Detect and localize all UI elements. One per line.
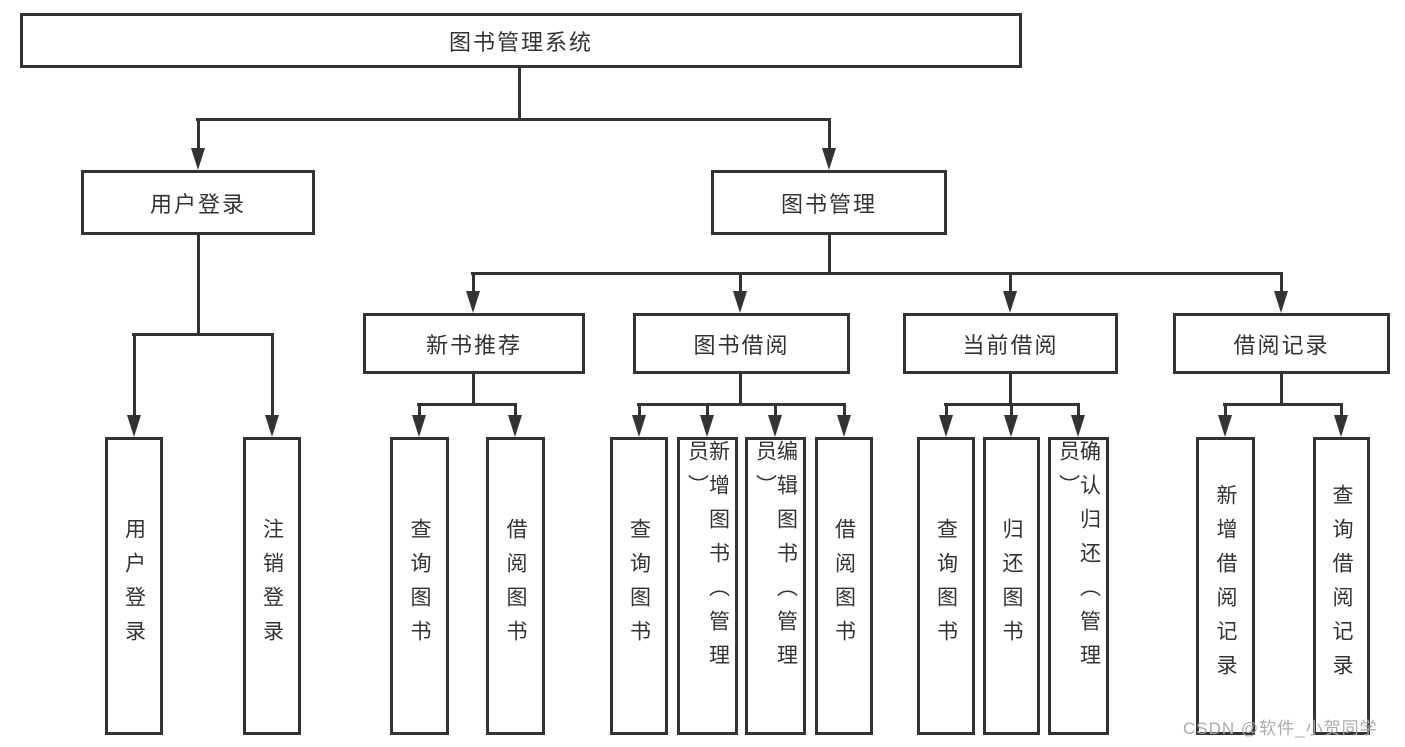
connector-line	[418, 403, 421, 417]
connector-line	[132, 333, 274, 336]
node-current-borrowing: 当前借阅	[903, 313, 1118, 374]
node-user-login-label: 用户登录	[149, 191, 246, 217]
leaf-add-books-admin: 新增图书（管理员）	[677, 437, 738, 735]
connector-line	[638, 403, 641, 417]
csdn-watermark: CSDN @软件_小贺同学	[1183, 719, 1378, 738]
node-borrowing-records: 借阅记录	[1173, 313, 1390, 374]
arrow-down-icon	[822, 148, 836, 170]
connector-line	[518, 68, 521, 120]
connector-line	[637, 403, 846, 406]
node-book-borrowing: 图书借阅	[633, 313, 850, 374]
connector-line	[133, 333, 136, 417]
leaf-return-books: 归还图书	[983, 437, 1040, 735]
connector-line	[271, 333, 274, 417]
arrow-down-icon	[265, 415, 279, 437]
connector-line	[828, 235, 831, 275]
connector-line	[774, 403, 777, 417]
leaf-confirm-return-admin-label: 确认归还（管理员）	[1056, 440, 1101, 678]
leaf-return-books-label: 归还图书	[1000, 518, 1023, 654]
connector-line	[197, 118, 200, 151]
arrow-down-icon	[733, 291, 747, 313]
arrow-down-icon	[1274, 291, 1288, 313]
arrow-down-icon	[700, 415, 714, 437]
leaf-borrowing-query-books: 查询图书	[610, 437, 668, 735]
arrow-down-icon	[939, 415, 953, 437]
connector-line	[1009, 272, 1012, 294]
node-system-root-label: 图书管理系统	[448, 29, 593, 55]
leaf-recommend-query-books: 查询图书	[390, 437, 449, 735]
arrow-down-icon	[127, 415, 141, 437]
connector-line	[472, 272, 475, 294]
connector-line	[945, 403, 948, 417]
arrow-down-icon	[466, 291, 480, 313]
connector-line	[1223, 403, 1343, 406]
connector-line	[1077, 403, 1080, 417]
leaf-user-login: 用户登录	[105, 437, 163, 735]
connector-line	[1009, 374, 1012, 406]
connector-line	[706, 403, 709, 417]
leaf-borrowing-borrow-books-label: 借阅图书	[832, 518, 856, 654]
arrow-down-icon	[837, 415, 851, 437]
leaf-logout-login: 注销登录	[243, 437, 301, 735]
node-user-login: 用户登录	[81, 170, 315, 235]
connector-line	[514, 403, 517, 417]
arrow-down-icon	[1003, 291, 1017, 313]
connector-line	[417, 403, 517, 406]
node-book-management-label: 图书管理	[780, 191, 877, 217]
arrow-down-icon	[768, 415, 782, 437]
arrow-down-icon	[1071, 415, 1085, 437]
leaf-add-borrow-record-label: 新增借阅记录	[1214, 484, 1237, 688]
connector-line	[1280, 272, 1283, 294]
arrow-down-icon	[191, 148, 205, 170]
node-new-book-recommend: 新书推荐	[363, 313, 585, 374]
leaf-current-query-books: 查询图书	[917, 437, 975, 735]
connector-line	[1340, 403, 1343, 417]
connector-line	[1280, 374, 1283, 406]
connector-line	[196, 118, 831, 121]
leaf-borrowing-borrow-books: 借阅图书	[815, 437, 873, 735]
connector-line	[197, 235, 200, 336]
node-book-management: 图书管理	[711, 170, 947, 235]
connector-line	[739, 374, 742, 406]
arrow-down-icon	[508, 415, 522, 437]
connector-line	[739, 272, 742, 294]
arrow-down-icon	[1004, 415, 1018, 437]
arrow-down-icon	[1218, 415, 1232, 437]
connector-line	[472, 374, 475, 406]
leaf-add-borrow-record: 新增借阅记录	[1196, 437, 1255, 735]
connector-line	[471, 272, 1283, 275]
connector-line	[1224, 403, 1227, 417]
leaf-add-books-admin-label: 新增图书（管理员）	[685, 440, 730, 678]
leaf-borrowing-query-books-label: 查询图书	[627, 518, 651, 654]
leaf-query-borrow-record-label: 查询借阅记录	[1330, 484, 1353, 688]
leaf-query-borrow-record: 查询借阅记录	[1313, 437, 1370, 735]
leaf-current-query-books-label: 查询图书	[934, 518, 958, 654]
leaf-edit-books-admin-label: 编辑图书（管理员）	[753, 440, 798, 678]
connector-line	[843, 403, 846, 417]
node-current-borrowing-label: 当前借阅	[962, 332, 1059, 358]
leaf-confirm-return-admin: 确认归还（管理员）	[1048, 437, 1109, 735]
connector-line	[1010, 403, 1013, 417]
leaf-edit-books-admin: 编辑图书（管理员）	[745, 437, 806, 735]
arrow-down-icon	[1334, 415, 1348, 437]
arrow-down-icon	[412, 415, 426, 437]
arrow-down-icon	[632, 415, 646, 437]
leaf-recommend-query-books-label: 查询图书	[408, 518, 431, 654]
node-borrowing-records-label: 借阅记录	[1233, 332, 1330, 358]
node-new-book-recommend-label: 新书推荐	[425, 332, 522, 358]
node-system-root: 图书管理系统	[20, 13, 1022, 68]
leaf-recommend-borrow-books: 借阅图书	[486, 437, 545, 735]
leaf-logout-login-label: 注销登录	[260, 518, 284, 654]
leaf-recommend-borrow-books-label: 借阅图书	[504, 518, 527, 654]
leaf-user-login-label: 用户登录	[122, 518, 146, 654]
connector-line	[828, 118, 831, 151]
node-book-borrowing-label: 图书借阅	[693, 332, 790, 358]
